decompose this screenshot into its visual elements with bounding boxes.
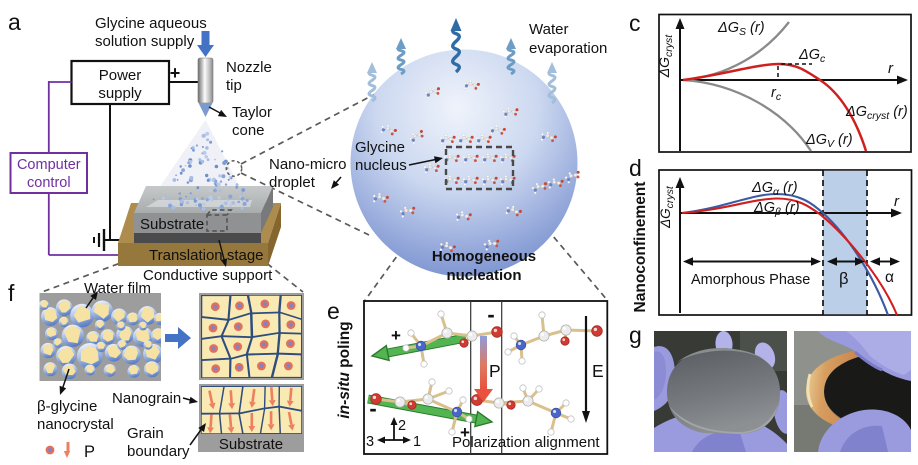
svg-text:nucleation: nucleation [446,267,521,284]
svg-text:r: r [894,193,900,210]
svg-text:Water film: Water film [84,280,151,297]
svg-text:Taylor: Taylor [232,104,272,121]
svg-text:Substrate: Substrate [219,436,283,453]
svg-text:nucleus: nucleus [355,157,407,174]
svg-text:rc: rc [771,85,782,103]
svg-text:Glycine aqueous: Glycine aqueous [95,15,207,32]
svg-text:ΔGcryst (r): ΔGcryst (r) [845,104,908,122]
svg-text:Water: Water [529,21,568,38]
svg-text:nanocrystal: nanocrystal [37,416,114,433]
svg-text:droplet: droplet [269,174,316,191]
svg-text:α: α [885,269,894,286]
svg-text:-: - [369,396,376,421]
svg-text:ΔGc: ΔGc [798,47,826,65]
svg-text:d: d [629,155,642,181]
svg-text:Translation stage: Translation stage [149,247,264,264]
svg-text:evaporation: evaporation [529,40,607,57]
svg-text:tip: tip [226,77,242,94]
svg-text:Nanoconfinement: Nanoconfinement [632,182,649,313]
svg-text:Homogeneous: Homogeneous [432,248,536,265]
svg-text:+: + [391,326,401,345]
svg-text:f: f [8,280,15,306]
svg-text:Conductive support: Conductive support [143,267,273,284]
svg-text:β-glycine: β-glycine [37,398,97,415]
svg-text:Nano-micro: Nano-micro [269,156,347,173]
svg-text:E: E [592,361,604,381]
svg-text:r: r [888,60,894,77]
svg-text:a: a [8,9,21,35]
svg-text:3: 3 [366,434,374,450]
svg-text:supply: supply [98,85,142,102]
svg-text:cone: cone [232,122,265,139]
svg-text:1: 1 [413,434,421,450]
svg-text:Glycine: Glycine [355,139,405,156]
svg-text:ΔGS (r): ΔGS (r) [717,20,765,38]
svg-text:Nozzle: Nozzle [226,59,272,76]
svg-text:solution supply: solution supply [95,33,195,50]
svg-text:ΔGα (r): ΔGα (r) [751,180,798,198]
svg-text:β: β [839,270,849,288]
svg-text:P: P [84,443,95,461]
svg-text:Power: Power [99,67,142,84]
svg-text:e: e [327,298,340,324]
svg-text:Polarization alignment: Polarization alignment [452,434,600,451]
svg-text:Nanograin: Nanograin [112,390,181,407]
svg-text:g: g [629,322,642,348]
svg-text:boundary: boundary [127,443,190,460]
svg-text:-: - [487,302,494,327]
svg-text:in-situ poling: in-situ poling [336,321,353,418]
svg-text:Substrate: Substrate [140,216,204,233]
svg-text:ΔGβ (r): ΔGβ (r) [753,200,800,218]
svg-text:c: c [629,10,641,36]
svg-text:Computer: Computer [17,157,81,173]
svg-text:2: 2 [398,418,406,434]
svg-text:Grain: Grain [127,425,164,442]
svg-text:+: + [170,63,181,83]
svg-text:control: control [27,175,71,191]
svg-text:ΔGV (r): ΔGV (r) [805,132,853,150]
svg-text:P: P [489,361,501,381]
svg-text:Amorphous Phase: Amorphous Phase [691,272,810,288]
svg-text:+: + [460,423,470,442]
